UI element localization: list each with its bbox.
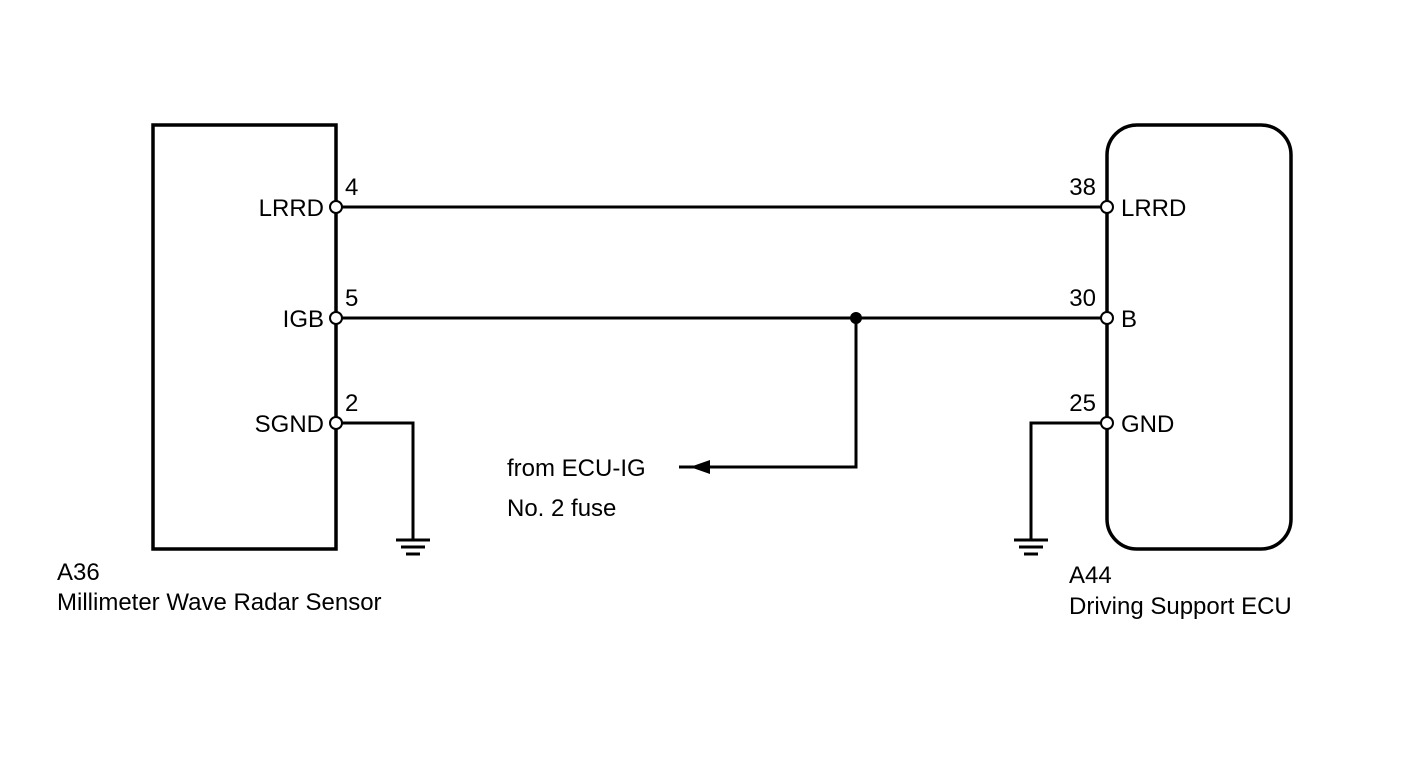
wire-sgnd-ground	[342, 421, 415, 540]
ground-symbol-icon	[1014, 538, 1048, 556]
left-pin-signal: IGB	[283, 306, 324, 333]
right-pin-signal: GND	[1121, 411, 1174, 438]
wire-fuse-feed	[700, 318, 858, 469]
driving-support-ecu-box	[1105, 123, 1293, 551]
left-pin-signal: SGND	[255, 411, 324, 438]
left-pin-signal: LRRD	[259, 195, 324, 222]
pin-terminal-icon	[1100, 200, 1114, 214]
pin-terminal-icon	[329, 416, 343, 430]
wire-gnd-ground	[1029, 421, 1101, 540]
left-pin-number: 2	[345, 390, 358, 417]
right-pin-number: 30	[1069, 285, 1096, 312]
right-pin-number: 38	[1069, 174, 1096, 201]
radar-sensor-box	[151, 123, 338, 551]
pin-terminal-icon	[329, 311, 343, 325]
power-source-line2: No. 2 fuse	[507, 495, 616, 522]
left-pin-number: 5	[345, 285, 358, 312]
pin-terminal-icon	[1100, 311, 1114, 325]
power-source-line1: from ECU-IG	[507, 455, 646, 482]
right-component-name: Driving Support ECU	[1069, 593, 1292, 620]
ground-symbol-icon	[396, 538, 430, 556]
pin-terminal-icon	[329, 200, 343, 214]
left-component-name: Millimeter Wave Radar Sensor	[57, 589, 382, 616]
pin-terminal-icon	[1100, 416, 1114, 430]
right-component-id: A44	[1069, 562, 1112, 589]
right-pin-signal: B	[1121, 306, 1137, 333]
right-pin-number: 25	[1069, 390, 1096, 417]
left-component-id: A36	[57, 559, 100, 586]
right-pin-signal: LRRD	[1121, 195, 1186, 222]
left-pin-number: 4	[345, 174, 358, 201]
